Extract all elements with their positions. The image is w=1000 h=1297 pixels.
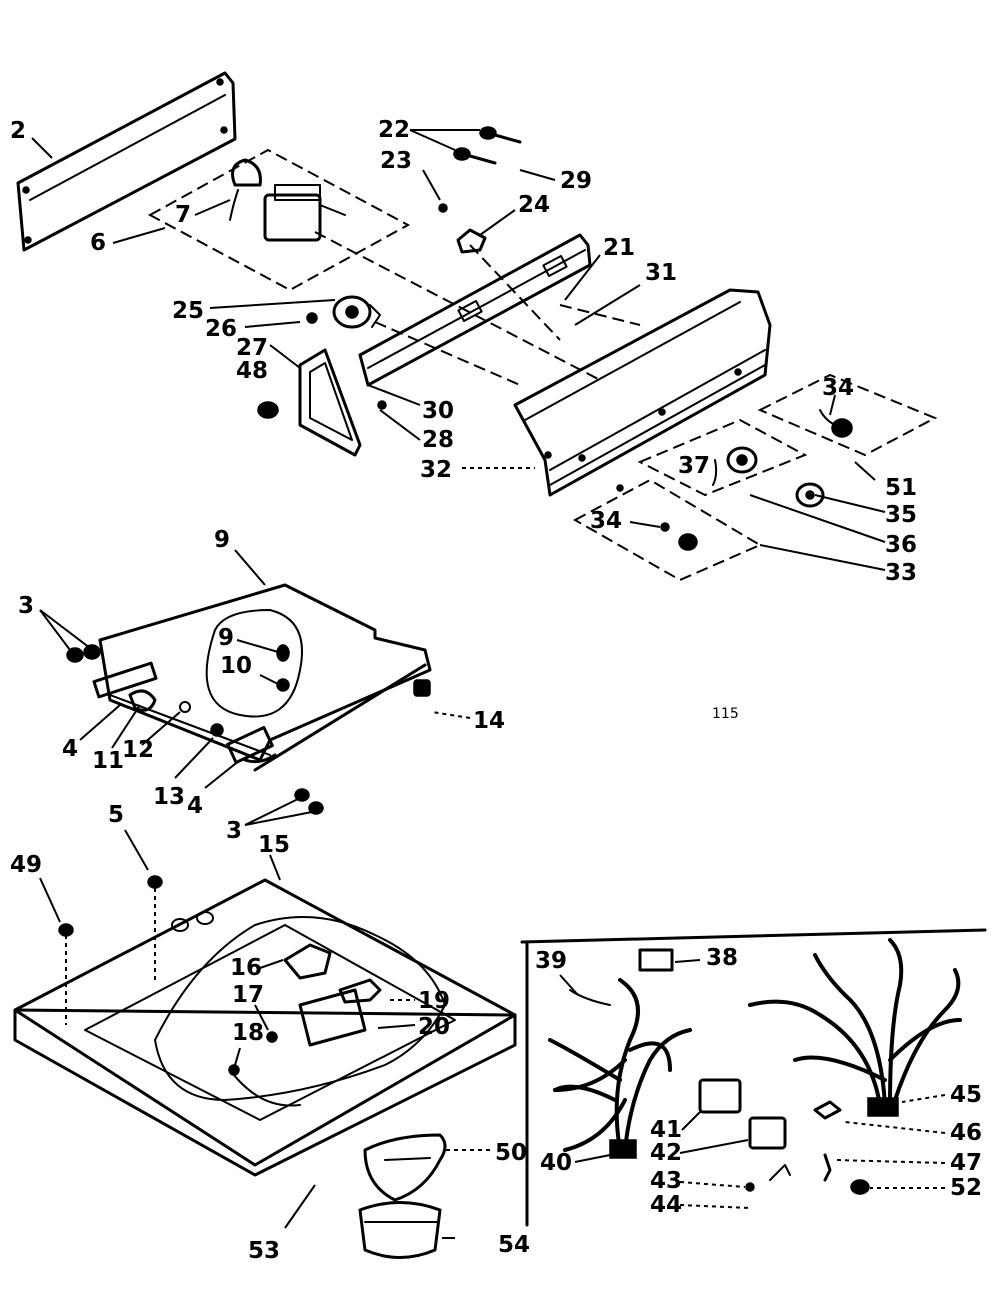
callout-36: 36	[885, 532, 917, 558]
console-panel-part	[16, 71, 237, 252]
callout-24: 24	[518, 192, 550, 218]
callout-numbers: 2 6 7 22 23 29 24 21 31 25 26 27 48 30 2…	[10, 117, 982, 1264]
callout-18: 18	[232, 1020, 264, 1046]
callout-49: 49	[10, 852, 42, 878]
callout-7: 7	[175, 202, 191, 228]
callout-21: 21	[603, 235, 635, 261]
callout-51: 51	[885, 475, 917, 501]
callout-4-right: 4	[187, 793, 203, 819]
callout-3-right: 3	[226, 818, 242, 844]
callout-25: 25	[172, 298, 204, 324]
pins-5-49	[58, 875, 163, 1025]
callout-5: 5	[108, 802, 124, 828]
wiring-harness-part-45	[748, 938, 962, 1117]
switch-part-25	[306, 295, 381, 329]
lid-hinges-and-fasteners	[66, 644, 324, 815]
callout-27: 27	[236, 335, 268, 361]
callout-33: 33	[885, 560, 917, 586]
callout-41: 41	[650, 1117, 682, 1143]
callout-2: 2	[10, 118, 26, 144]
callout-13: 13	[153, 784, 185, 810]
callout-14: 14	[473, 708, 505, 734]
lid-part-9	[98, 583, 432, 772]
bracket-part-27	[298, 348, 387, 457]
callout-17: 17	[232, 982, 264, 1008]
lid-switch-parts-16-20	[228, 943, 382, 1076]
callout-10: 10	[220, 653, 252, 679]
top-assembly-guides	[314, 231, 938, 582]
timer-assembly-box	[147, 148, 411, 292]
top-cover-part-15	[13, 878, 517, 1177]
callout-44: 44	[650, 1192, 682, 1218]
callout-20: 20	[418, 1014, 450, 1040]
callout-38: 38	[706, 945, 738, 971]
wiring-harness-part-40	[548, 978, 692, 1159]
callout-34-bottom: 34	[590, 508, 622, 534]
callout-11: 11	[92, 748, 124, 774]
switch-knobs-34-35-36-37	[660, 409, 853, 551]
control-rail-part-30	[358, 233, 592, 387]
leader-lines	[31, 129, 946, 1239]
callout-35: 35	[885, 502, 917, 528]
small-parts-38-39-41-42-43-44-46-47-52	[569, 948, 870, 1195]
callout-40: 40	[540, 1150, 572, 1176]
callout-16: 16	[230, 955, 262, 981]
stray-mark: 115	[712, 706, 739, 722]
callout-48: 48	[236, 358, 268, 384]
callout-30: 30	[422, 398, 454, 424]
callout-9-lid: 9	[214, 527, 230, 553]
grommet-part-48	[257, 401, 279, 419]
callout-9-inner: 9	[218, 625, 234, 651]
callout-47: 47	[950, 1150, 982, 1176]
console-back-part-32	[513, 288, 772, 497]
callout-43: 43	[650, 1168, 682, 1194]
callout-23: 23	[380, 148, 412, 174]
callout-42: 42	[650, 1140, 682, 1166]
wiring-inset-frame	[520, 928, 987, 1227]
callout-46: 46	[950, 1120, 982, 1146]
callout-39: 39	[535, 948, 567, 974]
callout-15: 15	[258, 832, 290, 858]
callout-52: 52	[950, 1175, 982, 1201]
callout-50: 50	[495, 1140, 527, 1166]
callout-22: 22	[378, 117, 410, 143]
callout-54: 54	[498, 1232, 530, 1258]
agitator-cap-part-50	[363, 1133, 447, 1202]
callout-34-top: 34	[822, 375, 854, 401]
callout-6: 6	[90, 230, 106, 256]
callout-31: 31	[645, 260, 677, 286]
callout-28: 28	[422, 427, 454, 453]
screws-22-29	[438, 126, 522, 213]
callout-53: 53	[248, 1238, 280, 1264]
callout-26: 26	[205, 316, 237, 342]
callout-29: 29	[560, 168, 592, 194]
callout-3-left: 3	[18, 593, 34, 619]
callout-12: 12	[122, 737, 154, 763]
filter-cup-part-54	[358, 1201, 442, 1259]
callout-19: 19	[418, 988, 450, 1014]
callout-32: 32	[420, 457, 452, 483]
callout-4-left: 4	[62, 736, 78, 762]
callout-37: 37	[678, 453, 710, 479]
callout-45: 45	[950, 1082, 982, 1108]
clip-part-24	[456, 228, 487, 254]
